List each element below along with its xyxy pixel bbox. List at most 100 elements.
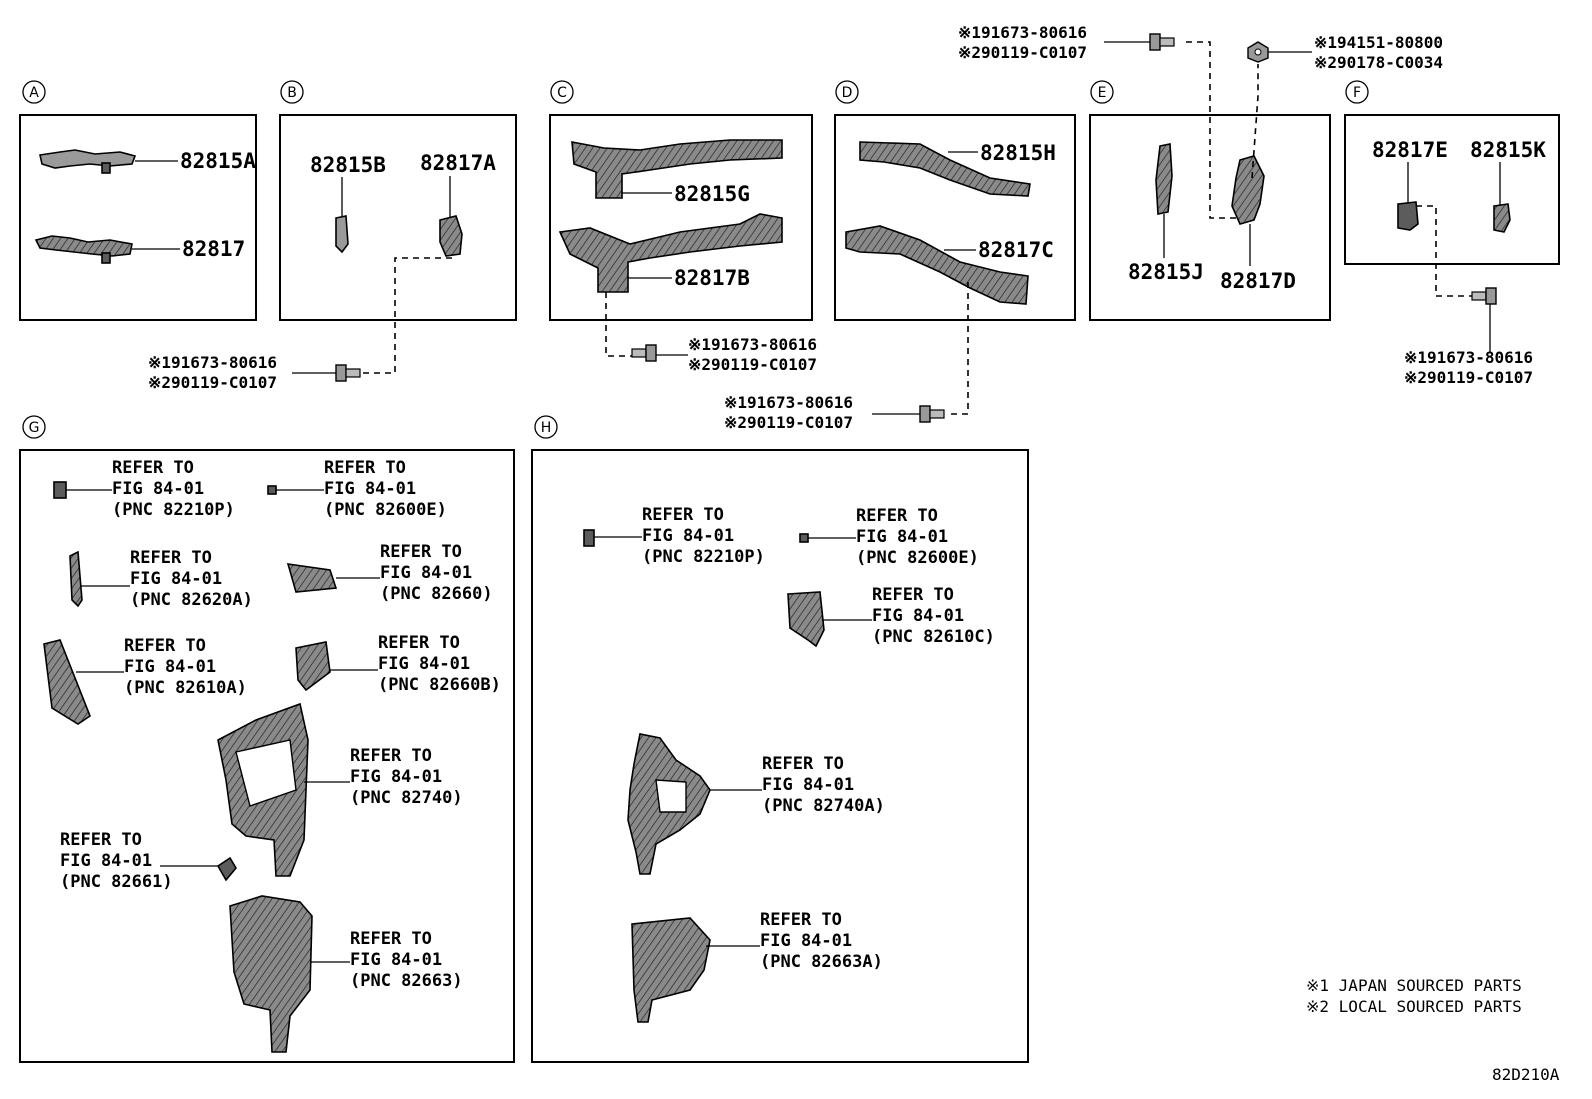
drawing-id: 82D210A (1492, 1065, 1560, 1084)
svg-text:(PNC 82663A): (PNC 82663A) (760, 952, 883, 972)
section-a-box (19, 114, 257, 321)
part-number-82815j: 82815J (1128, 260, 1204, 284)
section-label-e: E (1098, 85, 1107, 101)
part-82817d-drawing (1231, 155, 1265, 225)
refer-g-82660b: REFER TO FIG 84-01 (PNC 82660B) (378, 633, 501, 695)
part-82817a-drawing (439, 215, 463, 257)
part-82817e-drawing (1397, 201, 1419, 231)
svg-text:REFER TO: REFER TO (350, 929, 432, 949)
svg-text:(PNC 82600E): (PNC 82600E) (856, 548, 979, 568)
nut-icon (1247, 41, 1269, 63)
refer-g-82660: REFER TO FIG 84-01 (PNC 82660) (380, 542, 493, 604)
svg-text:(PNC 82660): (PNC 82660) (380, 584, 493, 604)
part-number-82817a: 82817A (420, 151, 496, 175)
svg-text:(PNC 82661): (PNC 82661) (60, 872, 173, 892)
refer-g-82740: REFER TO FIG 84-01 (PNC 82740) (350, 746, 463, 808)
section-b-box (279, 114, 517, 321)
part-number-82817c: 82817C (978, 238, 1054, 262)
section-label-h: H (541, 420, 552, 436)
screw-icon (919, 405, 945, 423)
refer-h-82610c: REFER TO FIG 84-01 (PNC 82610C) (872, 585, 995, 647)
part-82663a-drawing (631, 917, 711, 1023)
part-number-82815h: 82815H (980, 141, 1056, 165)
part-82817-bracket (101, 252, 111, 264)
section-d-box (834, 114, 1076, 321)
section-label-f: F (1353, 85, 1361, 101)
svg-text:FIG 84-01: FIG 84-01 (642, 526, 734, 546)
section-h-box (531, 449, 1029, 1063)
section-e-box (1089, 114, 1331, 321)
refer-g-82661: REFER TO FIG 84-01 (PNC 82661) (60, 830, 173, 892)
section-f-box (1344, 114, 1560, 265)
screw-icon (335, 364, 361, 382)
legend-local-sourced: ※2 LOCAL SOURCED PARTS (1306, 997, 1522, 1016)
part-82815a-bracket (101, 162, 111, 174)
fastener-c-2: ※290119-C0107 (688, 355, 817, 374)
part-number-82817b: 82817B (674, 266, 750, 290)
legend-japan-sourced: ※1 JAPAN SOURCED PARTS (1306, 976, 1522, 995)
svg-text:(PNC 82620A): (PNC 82620A) (130, 590, 253, 610)
part-82663-drawing (229, 895, 313, 1053)
svg-text:(PNC 82740A): (PNC 82740A) (762, 796, 885, 816)
svg-text:(PNC 82610C): (PNC 82610C) (872, 627, 995, 647)
svg-text:REFER TO: REFER TO (112, 458, 194, 478)
svg-text:REFER TO: REFER TO (130, 548, 212, 568)
section-e: E 82815J 82817D ※191673-80616 ※290119-C0… (958, 23, 1443, 321)
svg-text:FIG 84-01: FIG 84-01 (324, 479, 416, 499)
section-c-box (549, 114, 813, 321)
part-82815b-drawing (335, 215, 349, 254)
svg-text:(PNC 82600E): (PNC 82600E) (324, 500, 447, 520)
screw-icon (631, 344, 657, 362)
section-label-g: G (29, 420, 40, 436)
part-82815a-drawing (39, 149, 137, 169)
svg-text:FIG 84-01: FIG 84-01 (124, 657, 216, 677)
part-82620a-drawing (69, 550, 83, 608)
part-82660-drawing (286, 563, 338, 593)
svg-text:(PNC 82660B): (PNC 82660B) (378, 675, 501, 695)
refer-g-82663: REFER TO FIG 84-01 (PNC 82663) (350, 929, 463, 991)
svg-text:FIG 84-01: FIG 84-01 (130, 569, 222, 589)
svg-text:(PNC 82210P): (PNC 82210P) (112, 500, 235, 520)
svg-text:FIG 84-01: FIG 84-01 (760, 931, 852, 951)
part-82815h-drawing (859, 141, 1031, 197)
svg-text:REFER TO: REFER TO (642, 505, 724, 525)
part-82815g-drawing (571, 139, 783, 199)
section-label-a: A (29, 85, 39, 101)
clip-82600e-icon (267, 485, 277, 495)
fastener-d-2: ※290119-C0107 (724, 413, 853, 432)
refer-g-82600e: REFER TO FIG 84-01 (PNC 82600E) (324, 458, 447, 520)
svg-text:REFER TO: REFER TO (872, 585, 954, 605)
svg-text:FIG 84-01: FIG 84-01 (350, 767, 442, 787)
svg-text:FIG 84-01: FIG 84-01 (112, 479, 204, 499)
part-number-82815k: 82815K (1470, 138, 1546, 162)
svg-text:(PNC 82663): (PNC 82663) (350, 971, 463, 991)
svg-text:(PNC 82210P): (PNC 82210P) (642, 547, 765, 567)
refer-h-82210p: REFER TO FIG 84-01 (PNC 82210P) (642, 505, 765, 567)
fastener-b-1: ※191673-80616 (148, 353, 277, 372)
section-c: C 82815G 82817B ※191673-80616 ※290119-C0… (549, 80, 817, 374)
screw-icon (1149, 33, 1175, 51)
svg-text:REFER TO: REFER TO (760, 910, 842, 930)
clip-82210p-icon (53, 481, 67, 499)
section-g-box (19, 449, 515, 1063)
part-number-82815a: 82815A (180, 149, 256, 173)
svg-text:FIG 84-01: FIG 84-01 (378, 654, 470, 674)
fastener-e-b-2: ※290178-C0034 (1314, 53, 1443, 72)
refer-h-82740a: REFER TO FIG 84-01 (PNC 82740A) (762, 754, 885, 816)
legend: ※1 JAPAN SOURCED PARTS ※2 LOCAL SOURCED … (1306, 976, 1522, 1016)
part-82815k-drawing (1493, 203, 1511, 233)
svg-text:REFER TO: REFER TO (350, 746, 432, 766)
part-82815j-drawing (1155, 143, 1173, 215)
fastener-e-a-1: ※191673-80616 (958, 23, 1087, 42)
part-number-82815b: 82815B (310, 153, 386, 177)
fastener-f-1: ※191673-80616 (1404, 348, 1533, 367)
svg-text:FIG 84-01: FIG 84-01 (856, 527, 948, 547)
fastener-c-1: ※191673-80616 (688, 335, 817, 354)
svg-text:FIG 84-01: FIG 84-01 (872, 606, 964, 626)
svg-text:(PNC 82610A): (PNC 82610A) (124, 678, 247, 698)
section-b: B 82815B 82817A ※191673-80616 ※290119-C0… (148, 80, 517, 392)
part-82817-drawing (34, 235, 133, 257)
part-82661-drawing (216, 856, 237, 882)
fastener-e-b-1: ※194151-80800 (1314, 33, 1443, 52)
